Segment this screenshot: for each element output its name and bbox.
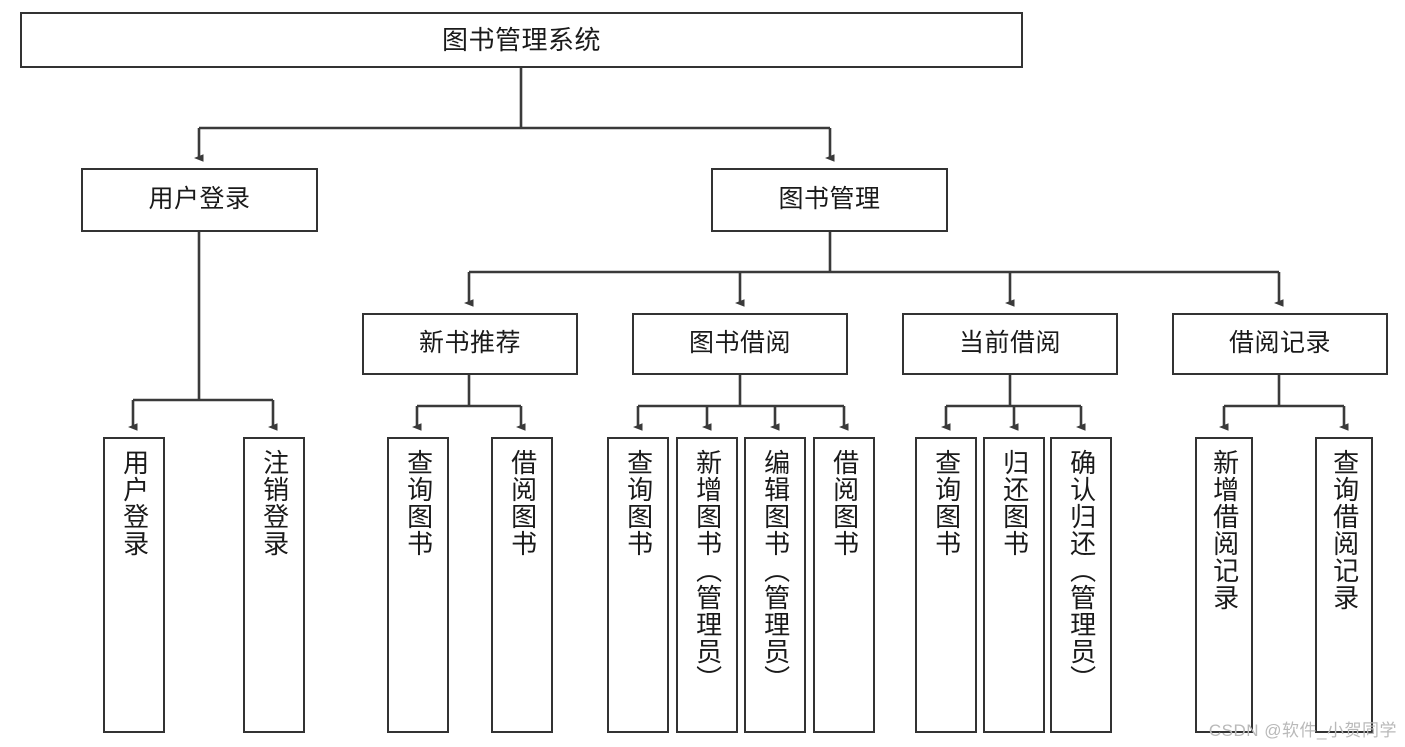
node-label: 归还图书 [999, 449, 1030, 557]
leaf-add-borrow-record[interactable]: 新增借阅记录 [1195, 437, 1253, 733]
node-label: 查询图书 [403, 449, 434, 557]
node-label: 查询图书 [623, 449, 654, 557]
node-label: 用户登录 [148, 185, 251, 214]
node-label: 编辑图书（管理员） [760, 449, 791, 692]
node-label: 确认归还（管理员） [1066, 449, 1097, 692]
node-label: 新书推荐 [418, 329, 521, 358]
node-label: 注销登录 [259, 449, 290, 557]
node-borrowing-record[interactable]: 借阅记录 [1172, 313, 1388, 375]
node-book-borrowing[interactable]: 图书借阅 [632, 313, 848, 375]
leaf-edit-book-admin[interactable]: 编辑图书（管理员） [744, 437, 806, 733]
node-label: 借阅记录 [1228, 329, 1331, 358]
leaf-logout-login[interactable]: 注销登录 [243, 437, 305, 733]
node-user-login[interactable]: 用户登录 [81, 168, 318, 232]
node-label: 用户登录 [119, 449, 150, 557]
node-book-management[interactable]: 图书管理 [711, 168, 948, 232]
node-label: 图书借阅 [688, 329, 791, 358]
leaf-confirm-return-admin[interactable]: 确认归还（管理员） [1050, 437, 1112, 733]
node-label: 借阅图书 [829, 449, 860, 557]
node-label: 新增借阅记录 [1209, 449, 1240, 611]
node-label: 当前借阅 [958, 329, 1061, 358]
leaf-return-book[interactable]: 归还图书 [983, 437, 1045, 733]
node-label: 查询借阅记录 [1329, 449, 1360, 611]
leaf-query-book-current[interactable]: 查询图书 [915, 437, 977, 733]
leaf-add-book-admin[interactable]: 新增图书（管理员） [676, 437, 738, 733]
node-label: 图书管理 [778, 185, 881, 214]
leaf-query-book-recommend[interactable]: 查询图书 [387, 437, 449, 733]
node-current-borrowing[interactable]: 当前借阅 [902, 313, 1118, 375]
node-label: 借阅图书 [507, 449, 538, 557]
leaf-query-borrow-record[interactable]: 查询借阅记录 [1315, 437, 1373, 733]
node-root-book-management-system[interactable]: 图书管理系统 [20, 12, 1023, 68]
leaf-borrow-book-recommend[interactable]: 借阅图书 [491, 437, 553, 733]
node-new-book-recommendation[interactable]: 新书推荐 [362, 313, 578, 375]
leaf-borrow-book[interactable]: 借阅图书 [813, 437, 875, 733]
leaf-query-book-borrow[interactable]: 查询图书 [607, 437, 669, 733]
node-label: 图书管理系统 [441, 24, 601, 55]
node-label: 新增图书（管理员） [692, 449, 723, 692]
node-label: 查询图书 [931, 449, 962, 557]
leaf-user-login[interactable]: 用户登录 [103, 437, 165, 733]
